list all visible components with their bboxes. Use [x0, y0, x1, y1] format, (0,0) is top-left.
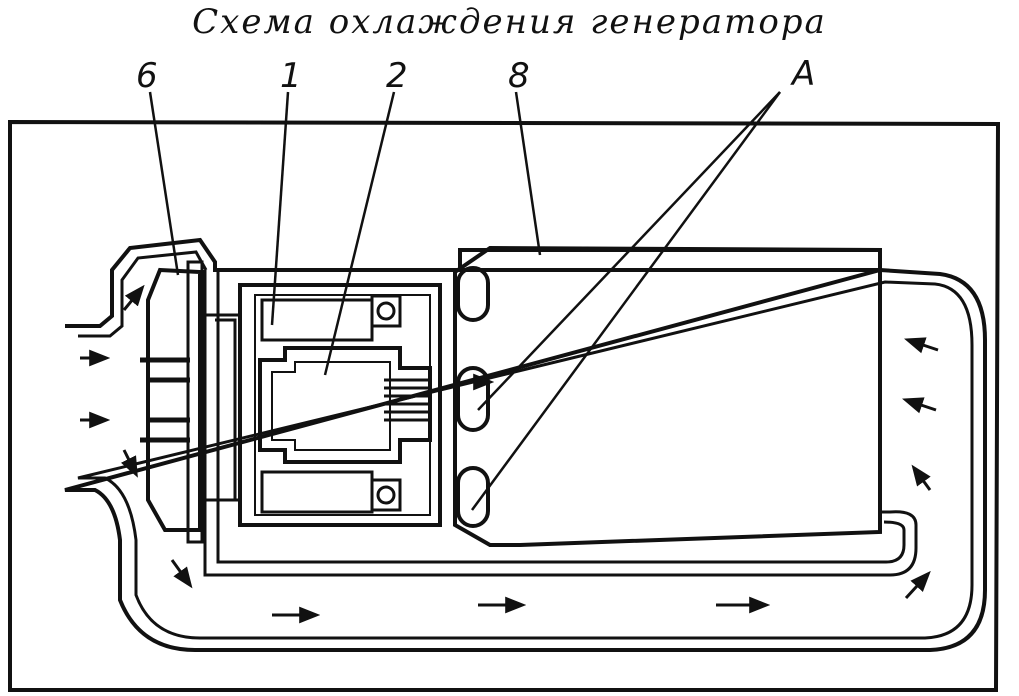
label-openings: A	[792, 54, 816, 94]
leader-rotor	[323, 91, 396, 376]
label-fan: 6	[136, 56, 158, 96]
leader-opening-2	[470, 91, 782, 511]
leader-fan	[148, 91, 180, 276]
leader-opening-1	[477, 91, 781, 411]
label-housing: 8	[508, 56, 530, 96]
fan-shaft	[186, 260, 204, 544]
return-channel	[203, 270, 918, 577]
outer-frame	[8, 119, 1001, 692]
label-stator: 1	[280, 56, 302, 96]
bearing-bottom	[370, 478, 402, 512]
stator	[238, 283, 442, 527]
rotor-slots	[384, 378, 428, 422]
bearing-top	[370, 294, 402, 328]
inner-duct-wall	[77, 250, 974, 640]
fan-blade	[146, 267, 202, 532]
opening-1	[456, 266, 490, 322]
generator-housing	[453, 245, 882, 547]
diagram-title: Схема охлаждения генератора	[192, 2, 827, 42]
leader-housing	[514, 91, 542, 256]
leader-stator	[270, 91, 290, 326]
opening-3	[456, 466, 490, 528]
rotor	[258, 346, 432, 464]
airflow-arrows	[80, 284, 939, 624]
label-rotor: 2	[386, 56, 408, 96]
